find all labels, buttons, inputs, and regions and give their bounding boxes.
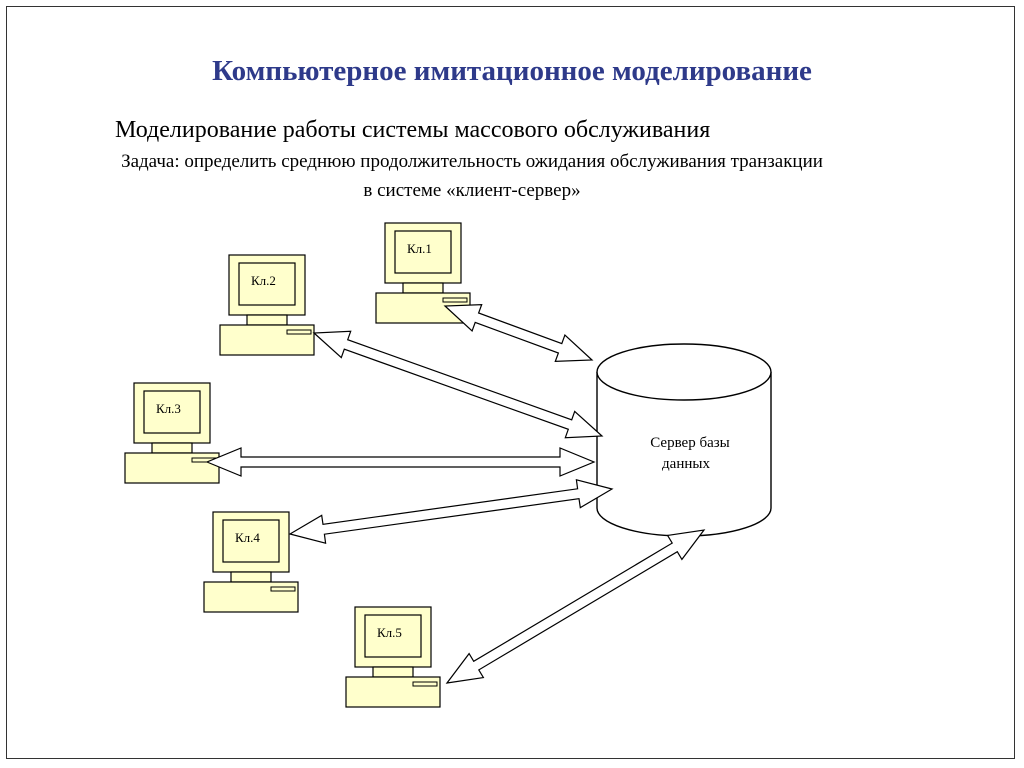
computer-icon xyxy=(219,254,315,356)
slide-subtitle: Моделирование работы системы массового о… xyxy=(115,117,711,143)
client-1: Кл.1 xyxy=(375,222,471,324)
computer-icon xyxy=(203,511,299,613)
computer-icon xyxy=(124,382,220,484)
task-text-line-2: в системе «клиент-сервер» xyxy=(363,180,581,201)
double-arrow-icon-4 xyxy=(288,478,614,545)
computer-icon xyxy=(345,606,441,708)
client-3: Кл.3 xyxy=(124,382,220,484)
database-server: Сервер базы данных xyxy=(596,343,772,537)
client-2: Кл.2 xyxy=(219,254,315,356)
client-label: Кл.1 xyxy=(407,241,432,256)
double-arrow-icon-3 xyxy=(205,447,596,477)
slide-title: Компьютерное имитационное моделирование xyxy=(212,55,812,87)
database-cylinder-top xyxy=(596,343,772,401)
double-arrow-icon-2 xyxy=(312,330,604,439)
connection-arrows xyxy=(205,303,706,684)
client-label: Кл.2 xyxy=(251,273,276,288)
client-label: Кл.5 xyxy=(377,625,402,640)
client-5: Кл.5 xyxy=(345,606,441,708)
client-label: Кл.3 xyxy=(156,401,181,416)
client-4: Кл.4 xyxy=(203,511,299,613)
double-arrow-icon-5 xyxy=(445,529,706,684)
server-label-line-1: Сервер базы xyxy=(650,435,730,451)
server-label-line-2: данных xyxy=(662,456,710,472)
client-label: Кл.4 xyxy=(235,530,260,545)
slide-frame xyxy=(6,6,1015,759)
task-text-line-1: Задача: определить среднюю продолжительн… xyxy=(121,151,823,172)
double-arrow-icon-1 xyxy=(443,303,594,363)
